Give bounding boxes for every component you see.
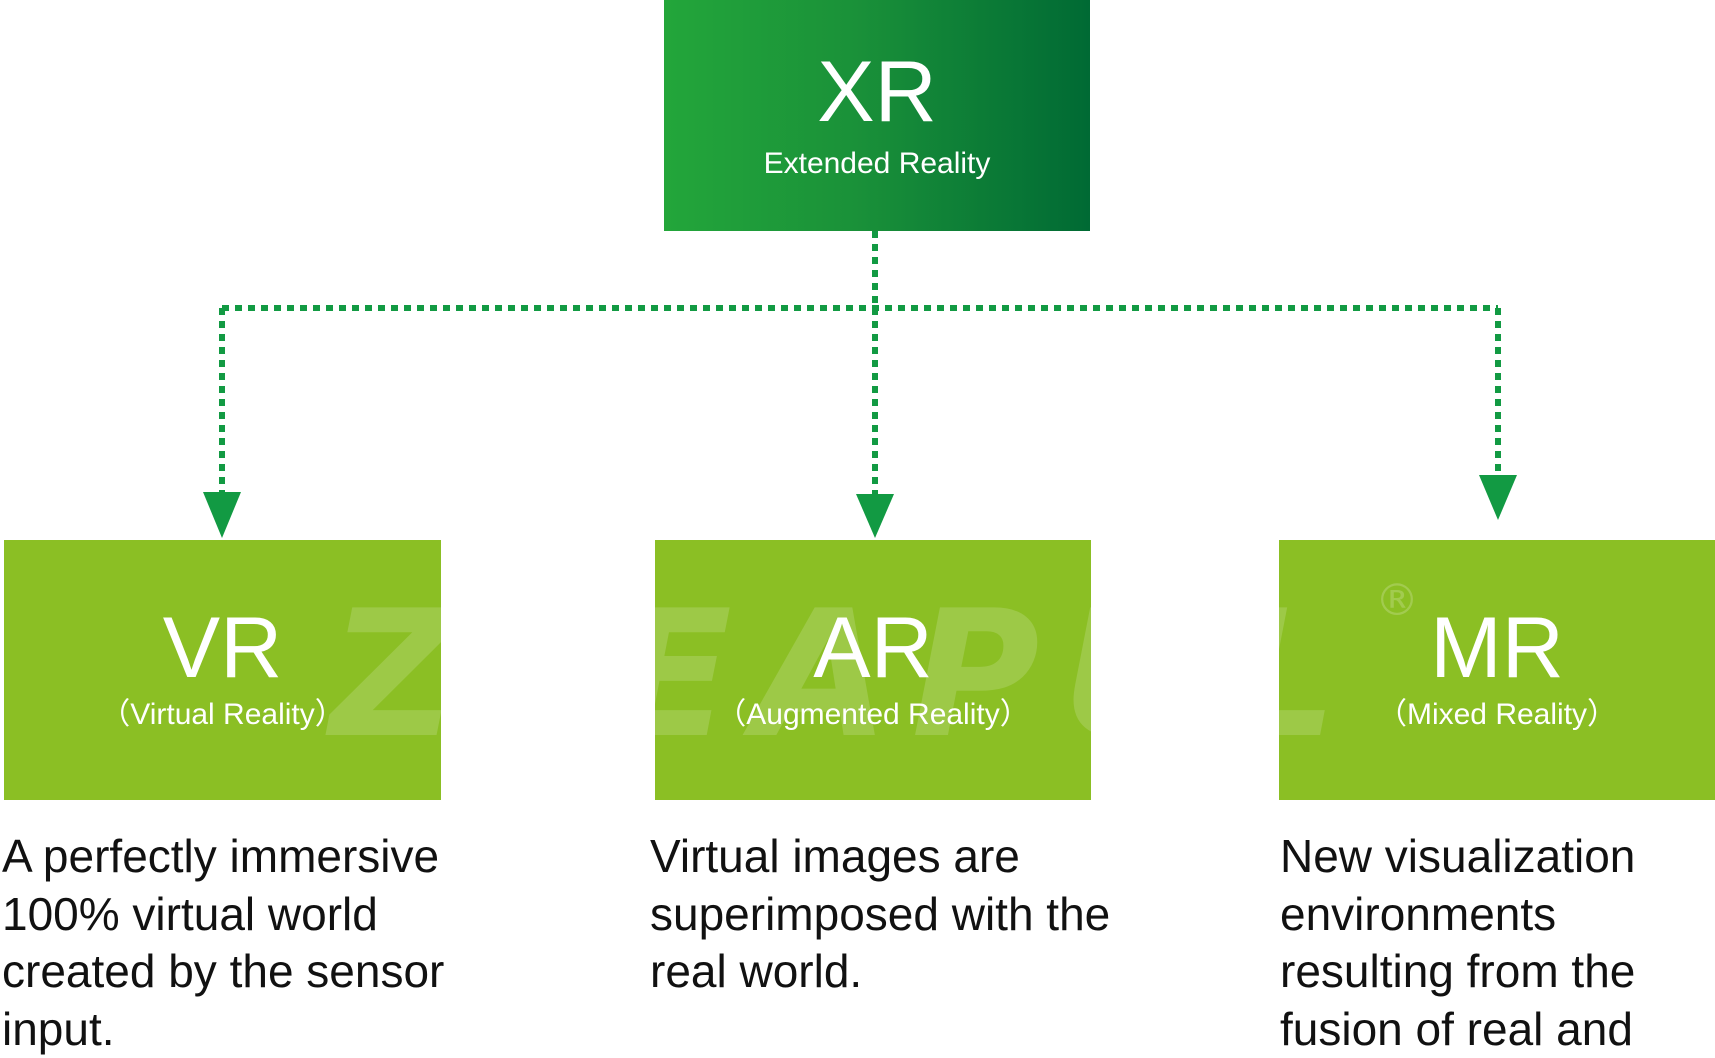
vr-full-name: （Virtual Reality） xyxy=(100,698,345,731)
child-node-mr: MR （Mixed Reality） xyxy=(1279,540,1715,800)
mr-arrowhead xyxy=(1479,475,1517,520)
root-node-xr: XR Extended Reality xyxy=(664,0,1090,231)
mr-abbreviation: MR xyxy=(1430,600,1564,696)
child-node-vr: VR （Virtual Reality） xyxy=(4,540,441,800)
ar-description: Virtual images are superimposed with the… xyxy=(650,830,1111,997)
vr-abbreviation: VR xyxy=(162,600,283,696)
vr-description: A perfectly immersive 100% virtual world… xyxy=(2,830,445,1055)
child-node-ar: AR （Augmented Reality） xyxy=(655,540,1091,800)
ar-abbreviation: AR xyxy=(813,600,933,696)
ar-arrowhead xyxy=(856,494,894,538)
root-full-name: Extended Reality xyxy=(763,147,991,180)
vr-arrowhead xyxy=(203,492,241,538)
mr-description: New visualization environments resulting… xyxy=(1280,830,1636,1055)
root-abbreviation: XR xyxy=(817,44,937,140)
mr-full-name: （Mixed Reality） xyxy=(1376,698,1618,731)
ar-full-name: （Augmented Reality） xyxy=(716,698,1030,731)
